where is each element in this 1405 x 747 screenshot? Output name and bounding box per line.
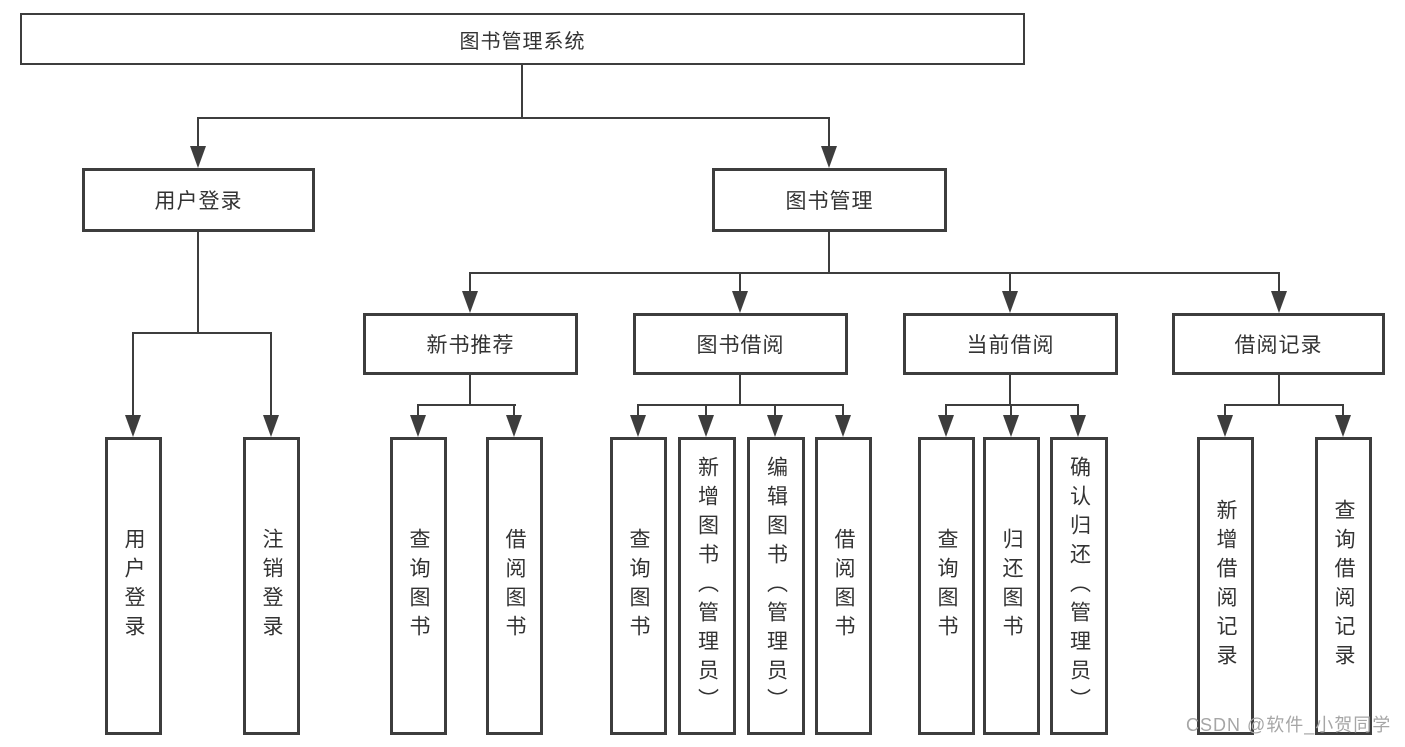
arrowhead-book-borrow <box>732 291 748 313</box>
leaf-label: 借阅图书 <box>832 528 855 644</box>
leaf-label: 归还图书 <box>1000 528 1023 644</box>
connector-stub-user-login <box>197 117 199 151</box>
arrowhead-add-record <box>1217 415 1233 437</box>
arrowhead-logout-leaf <box>263 415 279 437</box>
arrowhead-query-books-3 <box>938 415 954 437</box>
connector-stub <box>1010 404 1012 420</box>
leaf-borrow-books-recommend: 借阅图书 <box>486 437 543 735</box>
connector-new-rec-down <box>469 374 471 406</box>
connector-stub <box>842 404 844 420</box>
arrowhead-book-mgmt <box>821 146 837 168</box>
connector-level2-rail <box>469 272 1280 274</box>
connector-stub <box>705 404 707 420</box>
arrowhead-confirm-return <box>1070 415 1086 437</box>
leaf-label: 新增图书（管理员） <box>695 455 719 717</box>
connector-stub <box>417 404 419 420</box>
connector-user-login-rail <box>132 332 272 334</box>
connector-book-mgmt-down <box>828 231 830 274</box>
connector-stub-borrow-records <box>1278 272 1280 297</box>
leaf-confirm-return-admin: 确认归还（管理员） <box>1050 437 1108 735</box>
leaf-label: 注销登录 <box>260 528 283 644</box>
node-label: 图书管理 <box>785 190 874 213</box>
leaf-edit-books-admin: 编辑图书（管理员） <box>747 437 805 735</box>
node-user-login: 用户登录 <box>82 168 315 232</box>
leaf-label: 新增借阅记录 <box>1214 499 1237 673</box>
arrowhead-current-borrow <box>1002 291 1018 313</box>
leaf-label: 确认归还（管理员） <box>1067 455 1091 717</box>
arrowhead-return-books <box>1003 415 1019 437</box>
leaf-label: 查询图书 <box>935 528 958 644</box>
node-label: 新书推荐 <box>426 334 515 357</box>
leaf-return-books: 归还图书 <box>983 437 1040 735</box>
connector-stub-current-borrow <box>1009 272 1011 297</box>
leaf-borrow-books-borrowing: 借阅图书 <box>815 437 872 735</box>
connector-stub-book-borrow <box>739 272 741 297</box>
connector-stub <box>1342 404 1344 420</box>
arrowhead-query-books-2 <box>630 415 646 437</box>
connector-stub <box>774 404 776 420</box>
connector-user-login-down <box>197 231 199 334</box>
connector-stub <box>513 404 515 420</box>
connector-level1-rail <box>197 117 830 119</box>
connector-root-trunk <box>521 63 523 119</box>
leaf-label: 借阅图书 <box>503 528 526 644</box>
leaf-label: 查询图书 <box>627 528 650 644</box>
connector-stub-new-rec <box>469 272 471 297</box>
connector-book-borrow-down <box>739 374 741 406</box>
arrowhead-borrow-books-1 <box>506 415 522 437</box>
leaf-label: 编辑图书（管理员） <box>764 455 788 717</box>
connector-current-rail <box>945 404 1079 406</box>
node-borrowing-records: 借阅记录 <box>1172 313 1385 375</box>
connector-stub <box>637 404 639 420</box>
connector-stub-book-mgmt <box>828 117 830 151</box>
leaf-add-borrow-record: 新增借阅记录 <box>1197 437 1254 735</box>
arrowhead-query-books-1 <box>410 415 426 437</box>
leaf-add-books-admin: 新增图书（管理员） <box>678 437 736 735</box>
connector-stub <box>945 404 947 420</box>
node-label: 图书借阅 <box>696 334 785 357</box>
arrowhead-new-rec <box>462 291 478 313</box>
node-label: 图书管理系统 <box>459 30 586 53</box>
connector-current-down <box>1009 374 1011 406</box>
connector-records-rail <box>1224 404 1344 406</box>
leaf-label: 查询借阅记录 <box>1332 499 1355 673</box>
arrowhead-login-leaf <box>125 415 141 437</box>
arrowhead-edit-books <box>767 415 783 437</box>
arrowhead-user-login <box>190 146 206 168</box>
arrowhead-borrow-records <box>1271 291 1287 313</box>
leaf-query-borrow-record: 查询借阅记录 <box>1315 437 1372 735</box>
node-label: 借阅记录 <box>1234 334 1323 357</box>
node-root-library-system: 图书管理系统 <box>20 13 1025 65</box>
connector-stub <box>1224 404 1226 420</box>
leaf-logout: 注销登录 <box>243 437 300 735</box>
leaf-query-books-recommend: 查询图书 <box>390 437 447 735</box>
arrowhead-borrow-books-2 <box>835 415 851 437</box>
node-label: 用户登录 <box>154 190 243 213</box>
node-book-borrowing: 图书借阅 <box>633 313 848 375</box>
leaf-query-books-borrowing: 查询图书 <box>610 437 667 735</box>
leaf-label: 查询图书 <box>407 528 430 644</box>
connector-stub-login-leaf <box>132 332 134 420</box>
connector-records-down <box>1278 374 1280 406</box>
csdn-watermark: CSDN @软件_小贺同学 <box>1186 715 1392 735</box>
connector-book-borrow-rail <box>637 404 844 406</box>
node-book-management: 图书管理 <box>712 168 947 232</box>
arrowhead-query-record <box>1335 415 1351 437</box>
node-current-borrowing: 当前借阅 <box>903 313 1118 375</box>
node-new-book-recommend: 新书推荐 <box>363 313 578 375</box>
connector-stub <box>1077 404 1079 420</box>
leaf-query-books-current: 查询图书 <box>918 437 975 735</box>
arrowhead-add-books <box>698 415 714 437</box>
connector-new-rec-rail <box>417 404 516 406</box>
leaf-user-login: 用户登录 <box>105 437 162 735</box>
connector-stub-logout-leaf <box>270 332 272 420</box>
leaf-label: 用户登录 <box>122 528 145 644</box>
node-label: 当前借阅 <box>966 334 1055 357</box>
